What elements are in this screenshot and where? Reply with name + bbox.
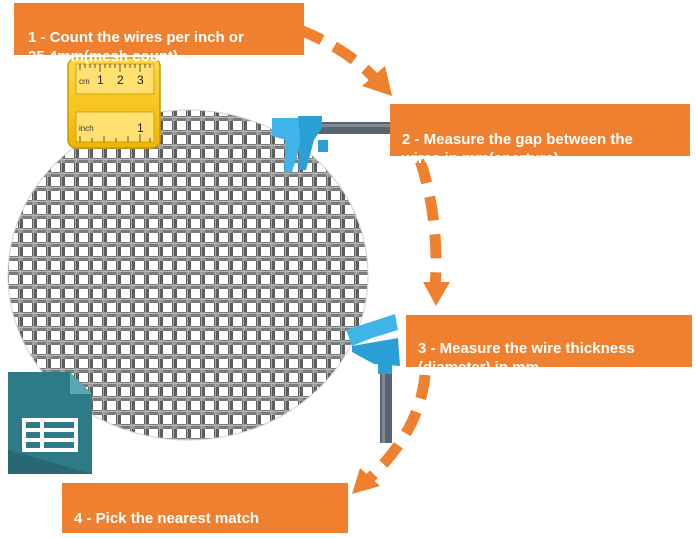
caliper-icon <box>272 116 394 172</box>
step-3-box: 3 - Measure the wire thickness (diameter… <box>406 315 692 376</box>
spreadsheet-icon <box>8 372 92 474</box>
arrowhead-3 <box>352 468 380 494</box>
step-1-label: 1 - Count the wires per inch or 25.4mm(m… <box>28 29 244 65</box>
wire-mesh-disc <box>7 109 369 441</box>
flow-arrows <box>297 24 442 482</box>
step-2-label: 2 - Measure the gap between the wires in… <box>402 131 633 167</box>
ruler-cm-tick-1: 1 <box>97 73 104 87</box>
ruler-cm-tick-2: 2 <box>117 73 124 87</box>
arrow-step1-to-step2 <box>297 24 383 86</box>
ruler-inch-label: inch <box>79 124 94 133</box>
step-4-label: 4 - Pick the nearest match <box>74 510 260 527</box>
ruler-cm-label: cm <box>79 77 90 86</box>
arrowhead-2 <box>423 282 450 306</box>
arrowhead-1 <box>362 66 392 96</box>
caliper-icon <box>346 314 400 443</box>
step-2-box: 2 - Measure the gap between the wires in… <box>390 104 690 167</box>
ruler-inch-tick: 1 <box>137 121 144 135</box>
step-3-label: 3 - Measure the wire thickness (diameter… <box>418 340 635 376</box>
ruler-cm-tick-3: 3 <box>137 73 144 87</box>
measuring-tape-icon: cm 1 2 3 inch 1 <box>67 57 161 149</box>
step-1-box: 1 - Count the wires per inch or 25.4mm(m… <box>14 3 304 65</box>
arrowheads <box>352 66 450 494</box>
arrow-step3-to-step4 <box>366 374 431 482</box>
arrow-step2-to-step3 <box>414 158 442 291</box>
step-4-box: 4 - Pick the nearest match <box>62 483 348 533</box>
